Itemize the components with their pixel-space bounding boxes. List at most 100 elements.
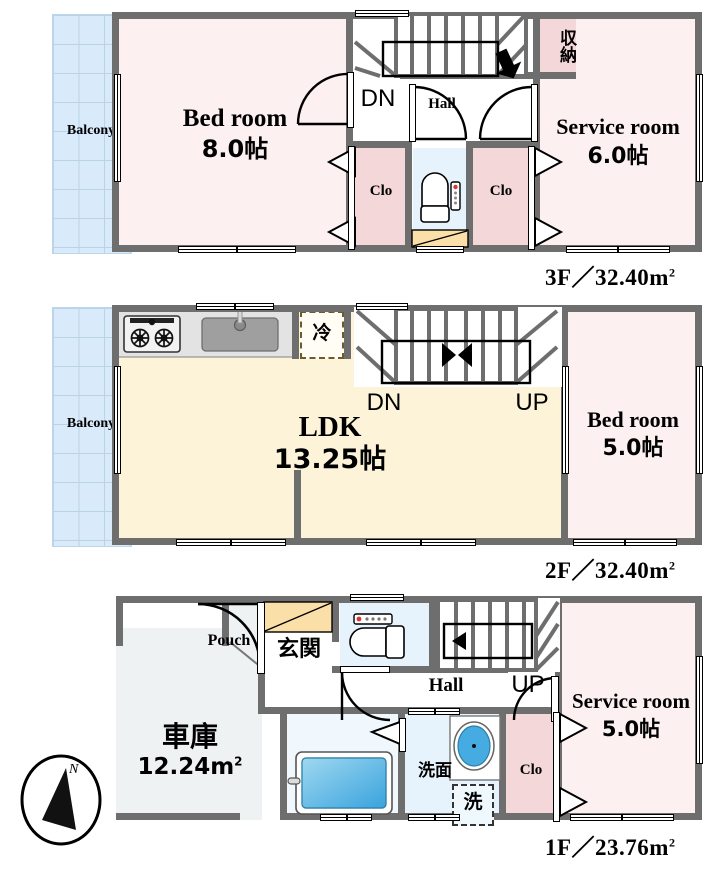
service-room-3f-door[interactable] — [478, 85, 534, 143]
garage-1f-notch — [122, 602, 226, 628]
floor-plan-1f: N — [0, 580, 713, 889]
wall-2f-ldk-partition — [294, 470, 301, 545]
wash-basin-1f-icon — [449, 715, 501, 781]
washroom-1f-label: 洗面 — [418, 761, 452, 781]
bed-room-3f-door[interactable] — [296, 72, 352, 128]
toilet-1f-door-leaf[interactable] — [340, 666, 390, 673]
window-3f-service-bottom-mullion — [617, 246, 619, 253]
wall-1f-bath-right — [398, 707, 405, 820]
closet-1f-area — [504, 714, 558, 820]
wall-1f-clo-left — [499, 707, 506, 820]
stairs-up-2f-label: UP — [515, 389, 549, 416]
bed-room-3f-door-leaf[interactable] — [347, 72, 354, 128]
closet-right-3f-doors[interactable] — [533, 146, 564, 250]
balcony-3f-label: Balcony — [66, 123, 116, 138]
window-3f-stair-top — [355, 10, 409, 17]
wall-1f-outer-top-garage — [116, 596, 264, 603]
service-room-1f-size: 5.0帖 — [601, 717, 661, 741]
window-1f-washroom-top-mullion — [434, 708, 436, 715]
wall-3f-clo-left-right — [405, 141, 412, 252]
floor-tag-1f-text: 1F／23.76m — [545, 835, 669, 860]
bath-1f-door-leaf[interactable] — [399, 718, 406, 752]
stairs-1f — [436, 598, 560, 672]
closet-1f-jamb[interactable] — [553, 712, 560, 822]
bed-room-3f-area — [118, 18, 350, 248]
wall-1f-garage-innerwall — [222, 596, 229, 646]
stairs-3f — [353, 12, 528, 79]
service-room-3f-label: Service room — [556, 114, 680, 139]
service-room-3f-door-leaf[interactable] — [531, 84, 538, 142]
north-label: N — [68, 762, 79, 777]
closet-right-3f-label: Clo — [489, 183, 513, 199]
closet-1f-label: Clo — [519, 762, 543, 778]
hall-1f-label: Hall — [428, 675, 464, 696]
bed-room-2f-label: Bed room — [587, 407, 679, 432]
floor-tag-1f-sup: 2 — [668, 835, 676, 850]
stairs-down-3f-label: DN — [360, 85, 396, 112]
entrance-1f-label: 玄関 — [276, 637, 321, 662]
floor-tag-2f: 2F／32.40m2 — [545, 551, 675, 585]
window-3f-toilet-bottom — [416, 246, 464, 253]
toilet-3f-door[interactable] — [411, 229, 469, 248]
garage-1f-label: 車庫 — [161, 720, 218, 753]
floor-plan-3f: Balcony 収納 — [0, 0, 713, 290]
ldk-2f-size: 13.25帖 — [273, 444, 387, 475]
hall-3f-door[interactable] — [412, 85, 468, 143]
wall-3f-clo-right-left — [466, 141, 473, 252]
window-1f-service-right — [696, 656, 703, 764]
wall-3f-hall-bottom-l — [346, 141, 410, 148]
wall-3f-hall-bottom-r — [466, 141, 540, 148]
window-3f-service-right — [696, 74, 703, 182]
north-arrow-icon: N — [20, 754, 102, 846]
stairs-up-1f-label: UP — [511, 671, 545, 698]
garage-1f-size-text: 12.24m — [137, 754, 235, 780]
window-1f-washroom-bottom-mullion — [434, 814, 436, 821]
garage-1f-area — [116, 602, 262, 820]
bed-room-2f-size: 5.0帖 — [602, 436, 664, 461]
closet-left-3f-label: Clo — [369, 183, 393, 199]
floor-tag-1f: 1F／23.76m2 — [545, 828, 675, 862]
pouch-1f-label: Pouch — [207, 632, 251, 649]
floor-tag-2f-sup: 2 — [668, 558, 676, 573]
floor-tag-3f: 3F／32.40m2 — [545, 258, 675, 292]
wall-2f-fridge-right — [344, 305, 351, 359]
wall-1f-bath-left — [280, 707, 287, 820]
closet-1f-doors[interactable] — [558, 712, 589, 822]
service-room-1f-door[interactable] — [512, 676, 558, 722]
window-3f-bed-bottom-mullion — [236, 246, 238, 253]
balcony-2f-label: Balcony — [66, 416, 116, 431]
wall-3f-bedroom-right — [346, 12, 353, 252]
storage-3f-label: 収納 — [556, 29, 576, 63]
window-1f-bath-bottom-mullion — [346, 814, 348, 821]
window-1f-toilet-top — [350, 594, 404, 601]
closet-left-3f-jamb[interactable] — [348, 146, 355, 250]
closet-right-3f-jamb[interactable] — [528, 146, 535, 250]
window-2f-bed-left — [562, 366, 569, 474]
entrance-1f-step — [263, 601, 333, 633]
refrigerator-2f-label: 冷 — [312, 322, 332, 344]
floor-tag-3f-text: 3F／32.40m — [545, 265, 669, 290]
window-1f-service-bottom-mullion — [621, 814, 623, 821]
pouch-1f-door-leaf[interactable] — [257, 602, 265, 674]
service-room-1f-area — [562, 602, 696, 820]
ldk-2f-label: LDK — [298, 411, 362, 443]
kitchen-counter-2f — [117, 310, 295, 358]
service-room-3f-size: 6.0帖 — [587, 144, 649, 169]
garage-1f-size-sup: 2 — [234, 754, 243, 769]
window-2f-bed-bottom-mullion — [624, 539, 626, 546]
hall-3f-door-leaf[interactable] — [409, 84, 416, 142]
garage-1f-size: 12.24m2 — [134, 755, 246, 780]
toilet-1f-door[interactable] — [340, 670, 392, 722]
closet-right-3f-area — [473, 148, 530, 248]
wall-1f-toilet-right — [429, 596, 436, 673]
wall-1f-garage-bottom — [116, 813, 240, 820]
bed-room-2f-area — [568, 311, 696, 541]
toilet-1f-icon — [349, 613, 405, 659]
bath-1f-door[interactable] — [366, 720, 402, 746]
refrigerator-2f-box — [300, 311, 344, 359]
window-2f-stair-top — [356, 303, 408, 310]
wall-2f-kitchen-right — [292, 305, 299, 359]
closet-left-3f-area — [355, 148, 407, 248]
stairs-down-2f-label: DN — [366, 389, 402, 416]
bathtub-1f-icon — [287, 751, 393, 815]
